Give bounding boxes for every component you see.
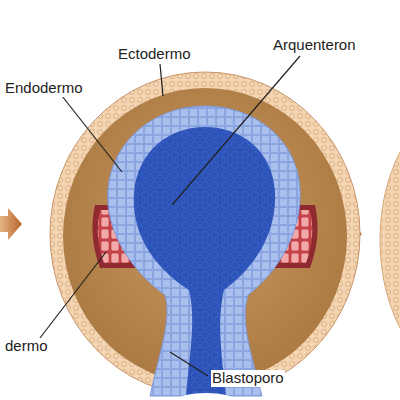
- part-label: Endodermo: [4, 80, 84, 97]
- part-label: dermo: [4, 338, 49, 355]
- part-label: Arquenteron: [272, 37, 357, 54]
- part-label: Ectodermo: [117, 46, 192, 63]
- part-label: Blastoporo: [211, 370, 285, 387]
